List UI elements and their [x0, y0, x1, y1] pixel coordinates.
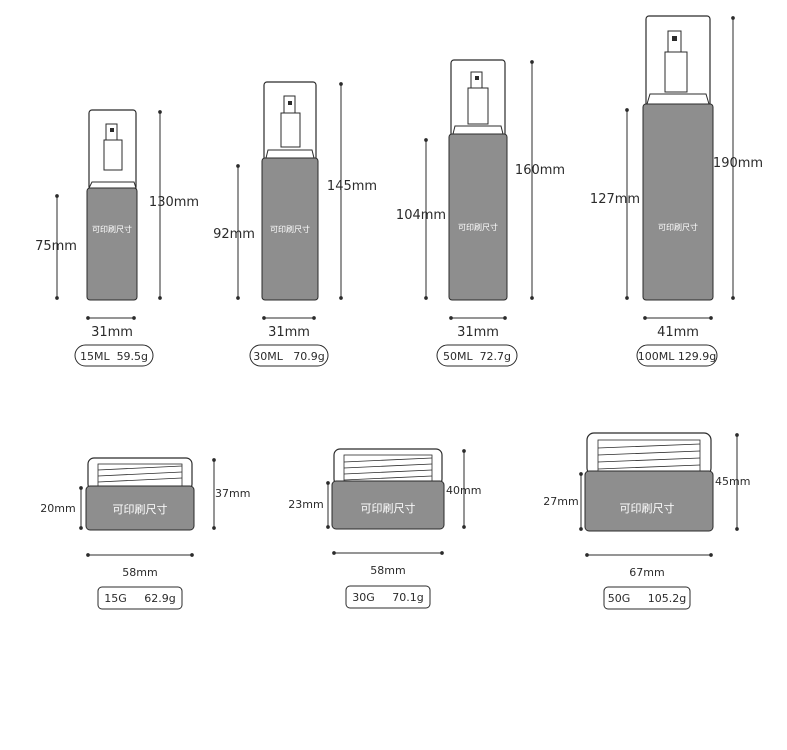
jar-body [584, 470, 714, 532]
body-height-label: 23mm [288, 498, 323, 511]
body-height-label: 27mm [543, 495, 578, 508]
spec-box [345, 585, 431, 609]
spec-pill [249, 344, 329, 367]
width-label: 67mm [629, 566, 664, 579]
bottle-body [86, 187, 138, 301]
bottle-50ml: 可印刷尺寸 104mm 160mm 31mm 50ML 72.7g [396, 59, 565, 367]
spec-label: 100ML 129.9g [638, 350, 717, 363]
total-height-label: 190mm [713, 156, 763, 171]
total-height-label: 160mm [515, 163, 565, 178]
print-area-label: 可印刷尺寸 [620, 501, 675, 515]
total-height-label: 145mm [327, 179, 377, 194]
bottle-body [448, 133, 508, 301]
print-area-label: 可印刷尺寸 [92, 224, 132, 234]
total-height-label: 40mm [446, 484, 481, 497]
total-height-label: 37mm [215, 487, 250, 500]
print-area-label: 可印刷尺寸 [658, 222, 698, 232]
spec-pill [74, 344, 154, 367]
print-area-label: 可印刷尺寸 [113, 502, 168, 516]
spec-box [97, 586, 183, 610]
bottle-body [642, 103, 714, 301]
jar-15g: 可印刷尺寸 20mm 37mm 58mm 15G 62.9g [40, 457, 250, 610]
spec-box [603, 586, 691, 610]
body-height-label: 20mm [40, 502, 75, 515]
total-height-label: 45mm [715, 475, 750, 488]
bottle-body [261, 157, 319, 301]
spec-label: 50ML 72.7g [443, 350, 511, 363]
width-label: 31mm [457, 325, 499, 340]
spec-label: 30G 70.1g [352, 591, 423, 604]
print-area-label: 可印刷尺寸 [270, 224, 310, 234]
jar-50g: 可印刷尺寸 27mm 45mm 67mm 50G 105.2g [543, 432, 750, 610]
body-height-label: 92mm [213, 227, 255, 242]
jar-body [331, 480, 445, 530]
print-area-label: 可印刷尺寸 [361, 501, 416, 515]
spec-label: 15ML 59.5g [80, 350, 148, 363]
jar-30g: 可印刷尺寸 23mm 40mm 58mm 30G 70.1g [288, 448, 481, 609]
body-height-label: 127mm [590, 192, 640, 207]
width-label: 31mm [91, 325, 133, 340]
bottle-100ml: 可印刷尺寸 127mm 190mm 41mm 100ML 129.9g [590, 15, 763, 367]
jar-body [85, 485, 195, 531]
width-label: 31mm [268, 325, 310, 340]
width-label: 41mm [657, 325, 699, 340]
spec-label: 15G 62.9g [104, 592, 175, 605]
spec-pill [436, 344, 518, 367]
body-height-label: 104mm [396, 208, 446, 223]
print-area-label: 可印刷尺寸 [458, 222, 498, 232]
bottle-15ml: 可印刷尺寸 75mm 130mm 31mm 15ML 59.5g [35, 109, 199, 367]
total-height-label: 130mm [149, 195, 199, 210]
body-height-label: 75mm [35, 239, 77, 254]
width-label: 58mm [370, 564, 405, 577]
spec-label: 50G 105.2g [608, 592, 686, 605]
bottle-30ml: 可印刷尺寸 92mm 145mm 31mm 30ML 70.9g [213, 81, 377, 367]
spec-label: 30ML 70.9g [253, 350, 325, 363]
spec-pill [636, 344, 718, 367]
width-label: 58mm [122, 566, 157, 579]
